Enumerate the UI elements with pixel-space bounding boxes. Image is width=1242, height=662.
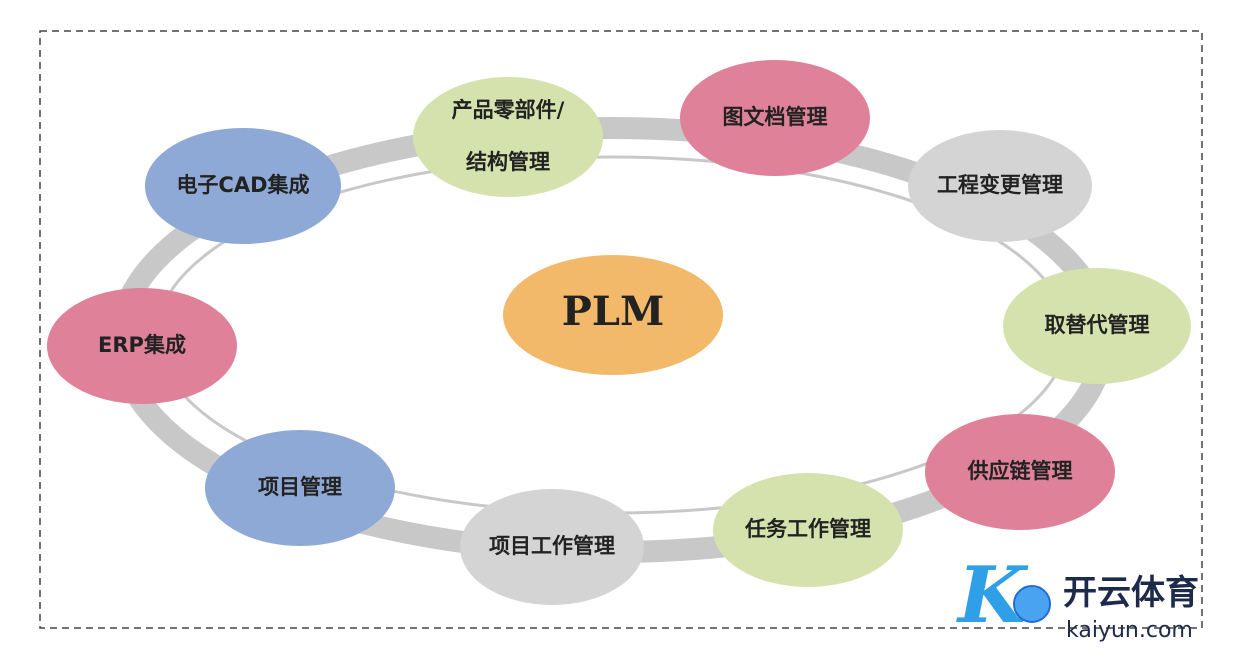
node-9: 电子CAD集成 xyxy=(145,128,341,244)
node-ellipse xyxy=(680,60,870,176)
node-ellipse xyxy=(713,473,903,587)
center-node: PLM xyxy=(503,255,723,375)
node-ellipse xyxy=(460,489,644,605)
node-label: 结构管理 xyxy=(466,150,550,174)
node-ellipse xyxy=(413,77,603,197)
node-ellipse xyxy=(925,414,1115,530)
node-ellipse xyxy=(205,430,395,546)
node-5: 任务工作管理 xyxy=(713,473,903,587)
node-2: 工程变更管理 xyxy=(908,130,1092,242)
node-label: 取替代管理 xyxy=(1045,313,1150,337)
node-label: 项目工作管理 xyxy=(489,534,615,558)
node-ellipse xyxy=(47,288,237,404)
node-1: 图文档管理 xyxy=(680,60,870,176)
node-label: 电子CAD集成 xyxy=(176,173,309,197)
node-label: 项目管理 xyxy=(258,475,342,499)
node-label: 工程变更管理 xyxy=(937,173,1063,197)
node-0: 产品零部件/结构管理 xyxy=(413,77,603,197)
node-ellipse xyxy=(908,130,1092,242)
node-8: ERP集成 xyxy=(47,288,237,404)
node-ellipse xyxy=(1003,268,1191,384)
node-ellipse xyxy=(145,128,341,244)
node-3: 取替代管理 xyxy=(1003,268,1191,384)
node-label: ERP集成 xyxy=(98,333,186,357)
football-icon xyxy=(1013,585,1051,623)
logo-name: 开云体育 xyxy=(1063,573,1199,613)
node-label: 供应链管理 xyxy=(967,459,1073,483)
node-7: 项目管理 xyxy=(205,430,395,546)
center-label: PLM xyxy=(562,288,664,335)
dashed-frame xyxy=(39,30,1203,629)
node-label: 图文档管理 xyxy=(723,105,828,129)
logo-domain: kaiyun.com xyxy=(1066,618,1193,643)
node-6: 项目工作管理 xyxy=(460,489,644,605)
node-4: 供应链管理 xyxy=(925,414,1115,530)
logo: K 开云体育 kaiyun.com xyxy=(956,550,1199,643)
node-label: 产品零部件/ xyxy=(452,98,565,122)
node-label: 任务工作管理 xyxy=(744,517,871,541)
